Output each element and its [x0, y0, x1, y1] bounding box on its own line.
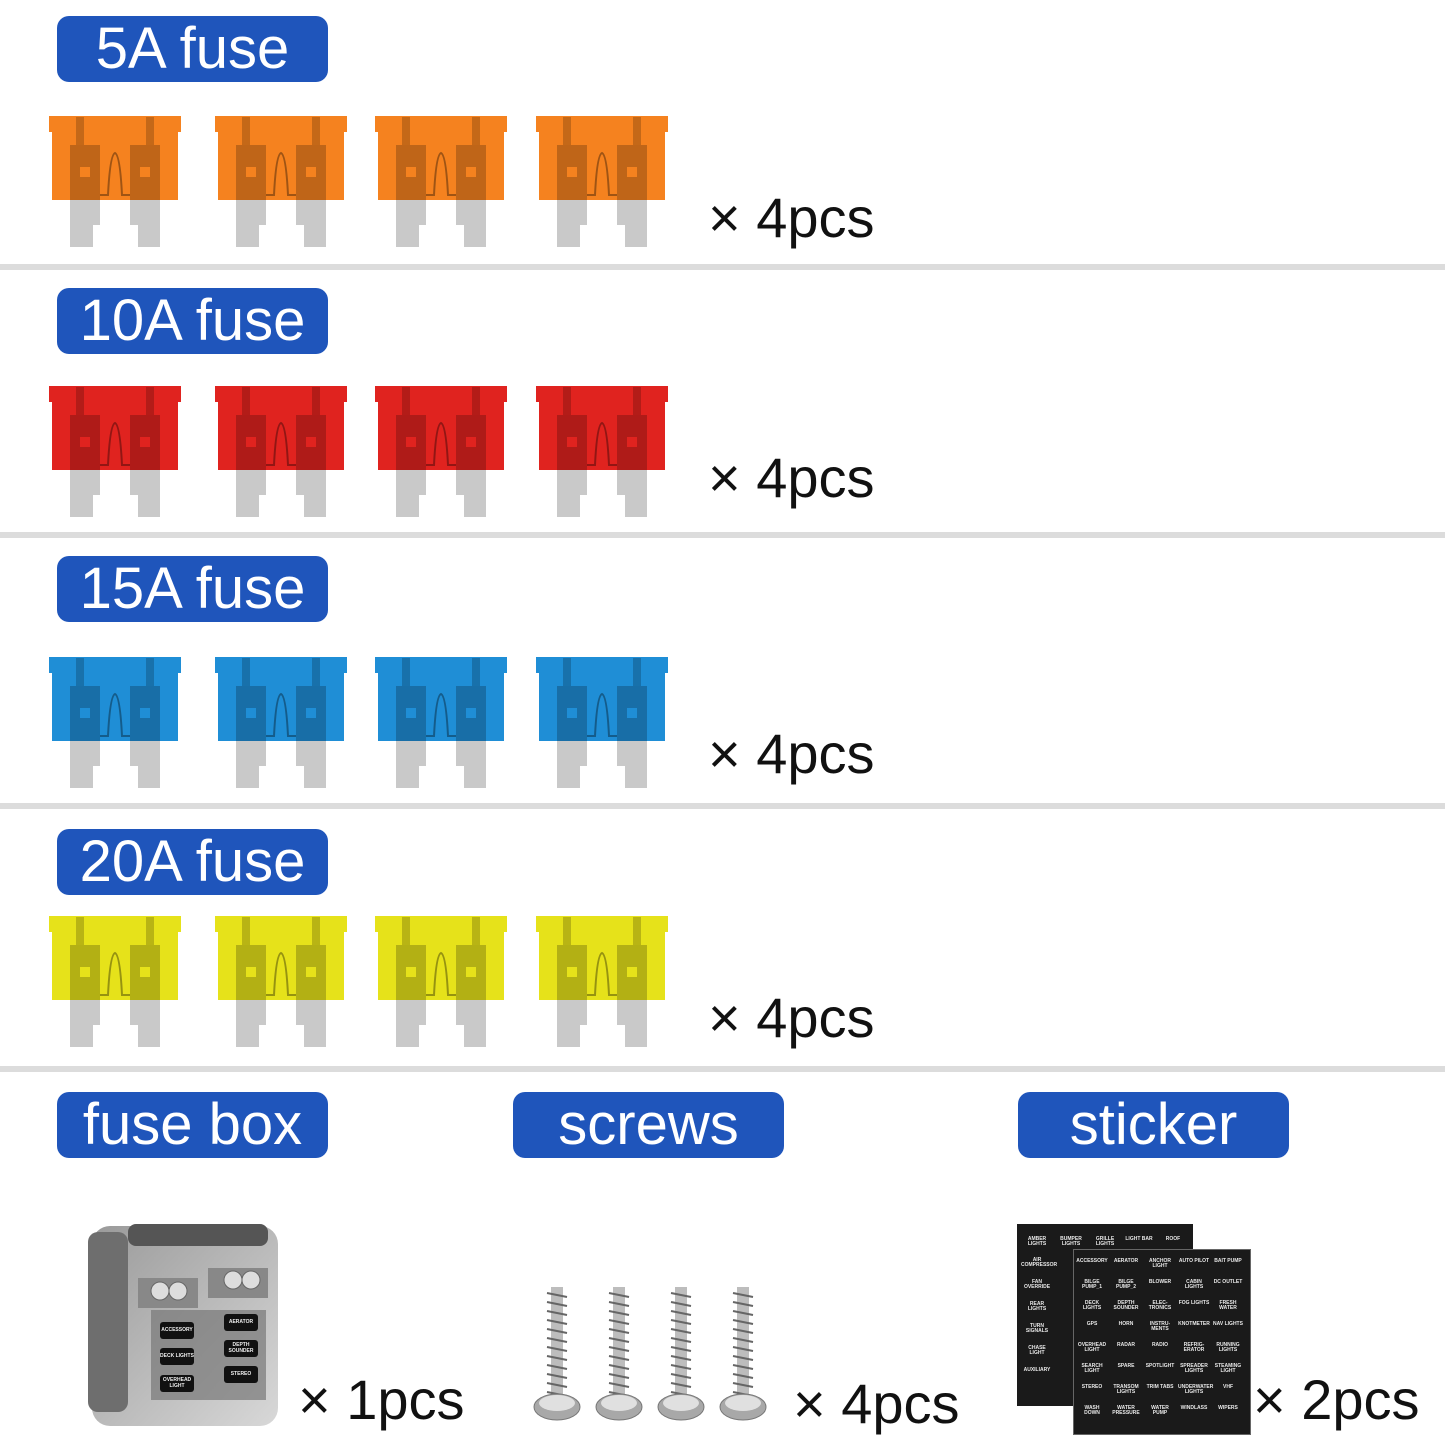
fuse-box-slot-label: DECK LIGHTS: [160, 1348, 194, 1365]
tag-screws: screws: [513, 1092, 784, 1158]
sticker-label: BLOWER: [1148, 1279, 1172, 1285]
sticker-label: DC OUTLET: [1213, 1279, 1243, 1285]
tag-5a-fuse: 5A fuse: [57, 16, 328, 82]
sticker-label: RADIO: [1151, 1342, 1169, 1348]
sticker-label: ACCESSORY: [1076, 1258, 1108, 1264]
sticker-label: HORN: [1118, 1321, 1134, 1327]
quantity-15a: × 4pcs: [708, 722, 875, 785]
divider: [0, 264, 1445, 270]
sticker-label: SEARCH LIGHT: [1081, 1363, 1103, 1375]
fuse: [374, 656, 508, 796]
sticker-label: GRILLE LIGHTS: [1095, 1236, 1115, 1248]
fuse: [214, 656, 348, 796]
sticker-label: SPREADER LIGHTS: [1180, 1363, 1208, 1375]
tag-sticker: sticker: [1018, 1092, 1289, 1158]
sticker-label: FRESH WATER: [1219, 1300, 1237, 1312]
sticker-label: RUNNING LIGHTS: [1216, 1342, 1240, 1354]
fuse-box-slot-label: DEPTH SOUNDER: [224, 1340, 258, 1357]
quantity-20a: × 4pcs: [708, 986, 875, 1049]
fuse-box-slot-label: AERATOR: [224, 1314, 258, 1331]
sticker-label: DEPTH SOUNDER: [1113, 1300, 1139, 1312]
fuse: [48, 656, 182, 796]
sticker-label: WATER PRESSURE: [1112, 1405, 1140, 1417]
sticker-label: WIPERS: [1218, 1405, 1238, 1411]
sticker-label: BILGE PUMP_1: [1081, 1279, 1102, 1291]
screw: [657, 1285, 705, 1430]
tag-10a-fuse: 10A fuse: [57, 288, 328, 354]
sticker-label: UNDERWATER LIGHTS: [1178, 1384, 1214, 1396]
fuse: [48, 115, 182, 255]
sticker-label: WINDLASS: [1180, 1405, 1208, 1411]
sticker-label: REAR LIGHTS: [1027, 1301, 1047, 1313]
sticker-label: BAIT PUMP: [1214, 1258, 1242, 1264]
sticker-label: WATER PUMP: [1151, 1405, 1169, 1417]
sticker-label: SPOTLIGHT: [1145, 1363, 1175, 1369]
sticker-label: CHASE LIGHT: [1028, 1345, 1046, 1357]
fuse: [374, 115, 508, 255]
fuse: [48, 385, 182, 525]
sticker-label: AUXILIARY: [1023, 1367, 1051, 1373]
sticker-label: CABIN LIGHTS: [1184, 1279, 1204, 1291]
sticker-label: TURN SIGNALS: [1025, 1323, 1049, 1335]
sticker-label: STEAMING LIGHT: [1214, 1363, 1242, 1375]
quantity-fuse-box: × 1pcs: [298, 1368, 465, 1431]
sticker-label: TRANSOM LIGHTS: [1113, 1384, 1139, 1396]
sticker-label: AUTO PILOT: [1178, 1258, 1210, 1264]
sticker-label: VHF: [1223, 1384, 1233, 1390]
fuse: [374, 385, 508, 525]
fuse: [374, 915, 508, 1055]
sticker-label: NAV LIGHTS: [1213, 1321, 1243, 1327]
sticker-label: AERATOR: [1113, 1258, 1139, 1264]
sticker-label: FAN OVERRIDE: [1023, 1279, 1051, 1291]
sticker-label: FOG LIGHTS: [1178, 1300, 1210, 1306]
fuse-box-slot-label: ACCESSORY: [160, 1322, 194, 1339]
sticker-label: INSTRU-MENTS: [1149, 1321, 1171, 1333]
quantity-screws: × 4pcs: [793, 1372, 960, 1435]
sticker-label: BUMPER LIGHTS: [1060, 1236, 1082, 1248]
quantity-10a: × 4pcs: [708, 446, 875, 509]
fuse: [535, 385, 669, 525]
screw: [595, 1285, 643, 1430]
sticker-label: AMBER LIGHTS: [1027, 1236, 1047, 1248]
sticker-sheet-front: [1073, 1249, 1251, 1435]
fuse: [48, 915, 182, 1055]
fuse: [214, 115, 348, 255]
sticker-label: WASH DOWN: [1084, 1405, 1100, 1417]
fuse: [214, 915, 348, 1055]
divider: [0, 1066, 1445, 1072]
divider: [0, 803, 1445, 809]
fuse-box-slot-label: OVERHEAD LIGHT: [160, 1375, 194, 1392]
fuse: [535, 656, 669, 796]
tag-15a-fuse: 15A fuse: [57, 556, 328, 622]
fuse-box-slot-label: STEREO: [224, 1366, 258, 1383]
sticker-label: KNOTMETER: [1178, 1321, 1210, 1327]
tag-20a-fuse: 20A fuse: [57, 829, 328, 895]
screw: [533, 1285, 581, 1430]
sticker-label: DECK LIGHTS: [1082, 1300, 1102, 1312]
screw: [719, 1285, 767, 1430]
sticker-label: ROOF: [1165, 1236, 1181, 1242]
sticker-label: ELEC-TRONICS: [1148, 1300, 1172, 1312]
sticker-label: REFRIG-ERATOR: [1183, 1342, 1205, 1354]
divider: [0, 532, 1445, 538]
sticker-label: TRIM TABS: [1146, 1384, 1174, 1390]
sticker-label: ANCHOR LIGHT: [1149, 1258, 1171, 1270]
sticker-label: STEREO: [1081, 1384, 1103, 1390]
tag-fuse-box: fuse box: [57, 1092, 328, 1158]
sticker-label: BILGE PUMP_2: [1115, 1279, 1136, 1291]
quantity-5a: × 4pcs: [708, 186, 875, 249]
sticker-label: SPARE: [1117, 1363, 1135, 1369]
sticker-label: OVERHEAD LIGHT: [1077, 1342, 1107, 1354]
fuse: [535, 915, 669, 1055]
quantity-sticker: × 2pcs: [1253, 1368, 1420, 1431]
fuse: [214, 385, 348, 525]
fuse-box-image: ACCESSORY DECK LIGHTS OVERHEAD LIGHT AER…: [88, 1218, 280, 1430]
fuse: [535, 115, 669, 255]
sticker-label: GPS: [1086, 1321, 1098, 1327]
sticker-label: AIR COMPRESSOR: [1021, 1257, 1058, 1269]
sticker-label: LIGHT BAR: [1125, 1236, 1153, 1242]
sticker-label: RADAR: [1116, 1342, 1136, 1348]
